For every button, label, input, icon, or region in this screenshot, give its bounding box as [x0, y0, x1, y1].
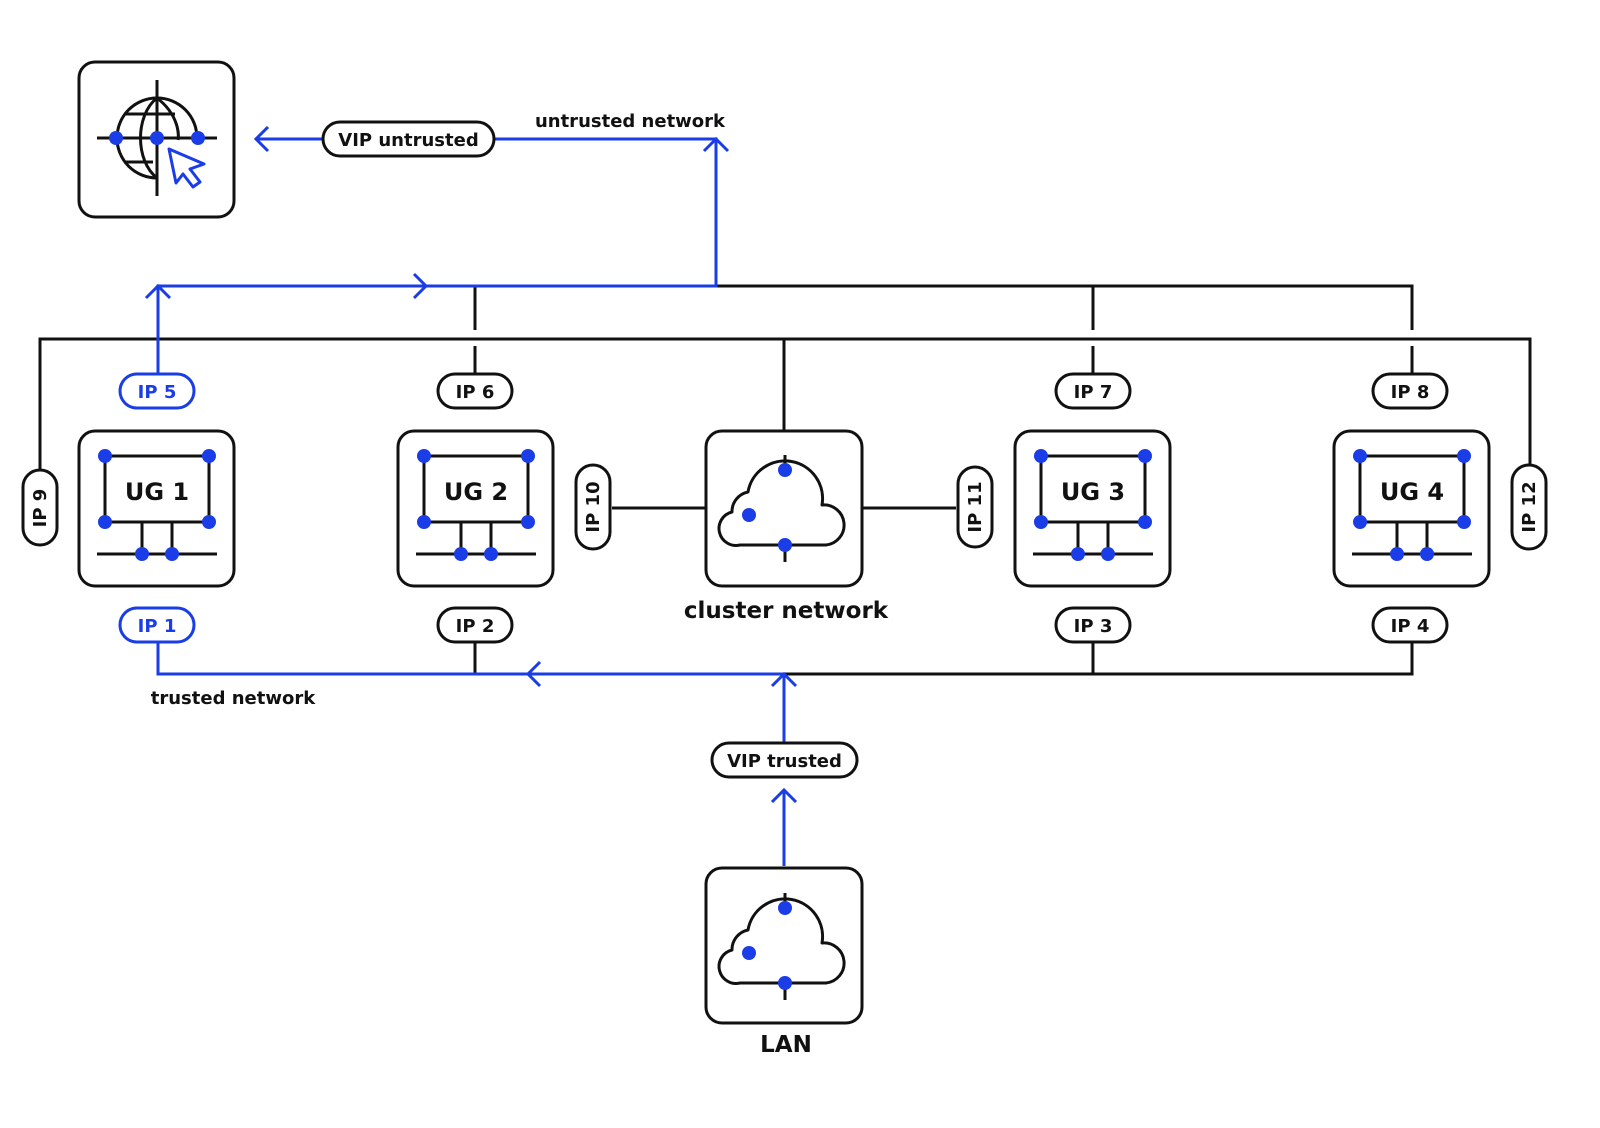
globe-cursor-icon	[97, 80, 217, 196]
cluster-network-node	[704, 429, 864, 588]
ip5-label: IP 5	[138, 382, 177, 403]
vip-trusted-pill: VIP trusted	[710, 741, 859, 779]
firewall-node-icon	[1033, 449, 1153, 561]
ip4-label: IP 4	[1391, 616, 1430, 637]
cursor-icon	[167, 147, 206, 189]
ip9-pill: IP 9	[21, 468, 59, 547]
vip-untrusted-pill: VIP untrusted	[321, 120, 496, 158]
ip4-pill: IP 4	[1371, 606, 1449, 644]
ip1-pill: IP 1	[118, 606, 196, 644]
untrusted-network-label: untrusted network	[535, 111, 726, 132]
lan-node	[704, 866, 864, 1025]
firewall-node-icon	[1352, 449, 1472, 561]
ip7-label: IP 7	[1074, 382, 1113, 403]
ip6-pill: IP 6	[436, 372, 514, 410]
trusted-path	[156, 642, 784, 676]
ip12-label: IP 12	[1519, 481, 1540, 532]
ip1-label: IP 1	[138, 616, 177, 637]
ip2-pill: IP 2	[436, 606, 514, 644]
ip12-pill: IP 12	[1510, 463, 1548, 551]
arrow-left-trusted	[525, 660, 542, 688]
ug3-label: UG 3	[1061, 478, 1125, 506]
lan-label: LAN	[760, 1032, 812, 1058]
arrow-up-untrusted	[702, 136, 730, 153]
internet-node	[77, 60, 236, 219]
ug4-node: UG 4	[1332, 429, 1491, 588]
cloud-icon	[717, 893, 846, 1000]
ip10-label: IP 10	[583, 481, 604, 532]
untrusted-path	[156, 137, 718, 374]
firewall-node-icon	[416, 449, 536, 561]
ip10-pill: IP 10	[574, 463, 612, 551]
ip3-pill: IP 3	[1054, 606, 1132, 644]
ip7-pill: IP 7	[1054, 372, 1132, 410]
ug4-label: UG 4	[1380, 478, 1444, 506]
ip11-label: IP 11	[965, 481, 986, 532]
ug1-node: UG 1	[77, 429, 236, 588]
ug2-label: UG 2	[444, 478, 508, 506]
ug3-node: UG 3	[1013, 429, 1172, 588]
cluster-network-label: cluster network	[684, 598, 889, 624]
arrow-left-internet	[253, 125, 270, 153]
network-lines	[38, 284, 1532, 676]
ug1-label: UG 1	[125, 478, 189, 506]
ip6-label: IP 6	[456, 382, 495, 403]
active-paths	[144, 125, 798, 866]
ip8-label: IP 8	[1391, 382, 1430, 403]
vip-trusted-label: VIP trusted	[727, 751, 842, 772]
ip2-label: IP 2	[456, 616, 495, 637]
ug2-node: UG 2	[396, 429, 555, 588]
arrow-right-bus	[412, 272, 429, 300]
trusted-bus	[784, 642, 1414, 676]
untrusted-bus	[716, 284, 1414, 330]
arrow-up-ip5	[144, 283, 172, 300]
firewall-node-icon	[97, 449, 217, 561]
trusted-network-label: trusted network	[151, 688, 316, 709]
vip-untrusted-label: VIP untrusted	[338, 130, 478, 151]
ip8-pill: IP 8	[1371, 372, 1449, 410]
ip3-label: IP 3	[1074, 616, 1113, 637]
ip11-pill: IP 11	[956, 465, 994, 549]
ip5-pill: IP 5	[118, 372, 196, 410]
arrow-up-lan	[770, 787, 798, 804]
cloud-icon	[717, 455, 846, 562]
ip9-label: IP 9	[30, 489, 51, 528]
